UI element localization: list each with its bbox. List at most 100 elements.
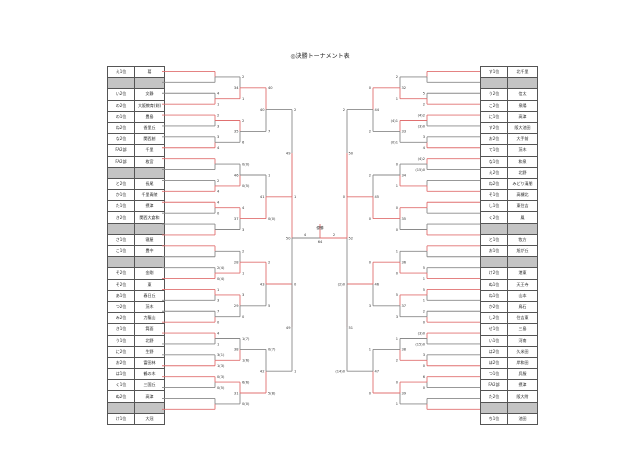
team-row: た1位摂津 (107, 200, 165, 213)
team-name: 摂津 (134, 200, 165, 213)
team-row: お2位大手前 (480, 133, 538, 146)
team-row: う2位信太 (480, 88, 538, 101)
match-number: 47 (375, 370, 380, 374)
final-score: 4 (304, 233, 307, 237)
champion-label: 優勝 (316, 225, 324, 230)
team-name: 鳥石 (507, 300, 538, 314)
score-label: (4)1 (391, 119, 398, 123)
score-label: 0(5) (242, 184, 250, 188)
team-row: は1位鶴の木 (107, 368, 165, 381)
score-label: 2 (369, 173, 371, 177)
score-label: 2 (423, 310, 425, 314)
score-label: 2 (242, 119, 244, 123)
match-number: 39 (402, 391, 407, 395)
score-label: (14)0 (335, 370, 345, 374)
team-row: こ2位泉陽 (480, 99, 538, 112)
score-label: 1(7) (242, 337, 250, 341)
bye-slot (107, 77, 165, 90)
match-number: 34 (402, 173, 407, 177)
score-label: 1 (396, 184, 398, 188)
score-label: 3 (217, 299, 219, 303)
score-label: 0 (217, 320, 220, 324)
team-name: 高槻北 (507, 189, 538, 202)
team-name: 茨木 (507, 144, 538, 157)
match-number: 31 (234, 391, 239, 395)
score-label: 7 (217, 310, 219, 314)
bye-slot (107, 222, 165, 235)
match-number: 42 (260, 370, 265, 374)
team-rank: と2位 (107, 177, 135, 191)
team-name: 長尾 (134, 177, 165, 191)
team-row: な1位和泉 (480, 155, 538, 168)
team-row: に2位生野 (107, 345, 165, 358)
team-row: と2位長尾 (107, 177, 165, 191)
match-number: 33 (402, 130, 407, 134)
team-name: 香里丘 (134, 121, 165, 135)
match-number: 49 (286, 326, 291, 330)
team-row: ち1位池田 (480, 412, 538, 426)
score-label: 0 (242, 315, 245, 319)
match-number: 37 (402, 304, 407, 308)
score-label: 0(0) (242, 162, 250, 166)
match-number: 35 (402, 217, 407, 221)
score-label: 1 (217, 342, 219, 346)
right-team-list: す1位北千里う2位信太こ2位泉陽に1位高津す2位阪大池田お2位大手前て1位茨木な… (480, 65, 538, 426)
score-label: 3(1) (217, 353, 225, 357)
team-rank: え2位 (480, 166, 508, 179)
score-label: 1 (217, 288, 219, 292)
score-label: (0)1 (391, 141, 398, 145)
match-number: 40 (260, 108, 265, 112)
match-number: 51 (349, 326, 354, 330)
match-number: 34 (234, 86, 239, 90)
score-label: 3 (369, 304, 371, 308)
score-label: 3 (242, 293, 244, 297)
team-name: 千里 (134, 144, 165, 157)
score-label: 1 (268, 173, 270, 177)
team-row: さ1位寝屋 (107, 233, 165, 247)
score-label: 5 (268, 304, 270, 308)
match-number: 29 (234, 304, 239, 308)
score-label: 2 (396, 75, 398, 79)
score-label: 0 (396, 162, 399, 166)
team-row: ね2位みどり清朋 (480, 177, 538, 191)
bye-slot (480, 77, 538, 90)
match-number: 37 (234, 217, 239, 221)
team-rank: と1位 (480, 233, 508, 247)
team-row: の1位豊島 (107, 110, 165, 123)
score-label: 1 (294, 370, 296, 374)
match-number: 52 (349, 236, 354, 240)
score-label: 2(4) (217, 266, 225, 270)
team-name: 池田 (507, 412, 538, 426)
score-label: 4 (423, 146, 426, 150)
team-row: せ1位三島 (480, 323, 538, 336)
team-row: き2位関西大倉和 (107, 211, 165, 224)
score-label: 0 (396, 206, 399, 210)
team-rank: さ1位 (107, 233, 135, 247)
bye-slot (107, 256, 165, 269)
score-label: 1 (242, 97, 244, 101)
team-row: か1位千里青陵 (107, 189, 165, 202)
team-row: か2位鳥石 (480, 300, 538, 314)
score-label: 0 (423, 386, 426, 390)
score-label: 3 (242, 228, 244, 232)
team-row: に1位高津 (480, 110, 538, 123)
bye-slot (107, 166, 165, 179)
team-row: す2位阪大池田 (480, 121, 538, 135)
team-row: ね2位香里丘 (107, 121, 165, 135)
score-label: 1 (369, 348, 371, 352)
team-row: つ2位茨木 (107, 300, 165, 314)
team-row: FA2部千里 (107, 144, 165, 157)
team-name: 岸和田 (507, 356, 538, 370)
score-label: 0(7) (268, 348, 276, 352)
team-row: た2位阪大附 (480, 390, 538, 403)
score-label: 0 (423, 320, 426, 324)
score-label: 1 (423, 277, 425, 281)
team-name (134, 222, 165, 235)
team-name: 東住吉 (507, 200, 538, 213)
team-row: こ1位豊中 (107, 244, 165, 258)
score-label: 2 (396, 359, 398, 363)
score-label: 0(5) (217, 386, 225, 390)
team-name (507, 401, 538, 414)
score-label: 1(3) (217, 364, 225, 368)
